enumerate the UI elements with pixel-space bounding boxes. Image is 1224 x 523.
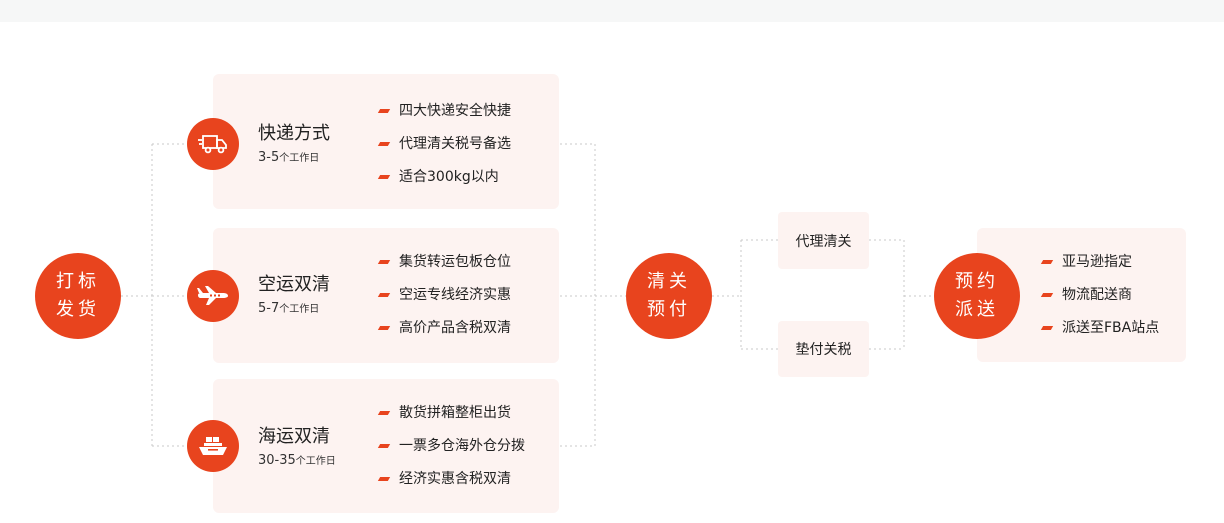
days-value: 3-5 (258, 150, 280, 165)
method-title-express: 快递方式 (258, 123, 330, 144)
list-item: 散货拼箱整柜出货 (377, 403, 525, 436)
method-title-sea: 海运双清 (258, 426, 330, 447)
list-item: 高价产品含税双清 (377, 318, 511, 351)
start-node: 打标 发货 (35, 253, 121, 339)
clearance-option-agent: 代理清关 (778, 212, 869, 269)
list-item: 集货转运包板仓位 (377, 252, 511, 285)
sea-bullet-list: 散货拼箱整柜出货 一票多仓海外仓分拨 经济实惠含税双清 (377, 403, 525, 502)
clearance-option-prepay: 垫付关税 (778, 321, 869, 377)
delivery-bullet-list: 亚马逊指定 物流配送商 派送至FBA站点 (1040, 252, 1159, 351)
clearance-node: 清关 预付 (626, 253, 712, 339)
list-item: 经济实惠含税双清 (377, 469, 525, 502)
list-item: 适合300kg以内 (377, 167, 511, 200)
air-bullet-list: 集货转运包板仓位 空运专线经济实惠 高价产品含税双清 (377, 252, 511, 351)
list-item: 四大快递安全快捷 (377, 101, 511, 134)
ship-icon (187, 420, 239, 472)
list-item: 一票多仓海外仓分拨 (377, 436, 525, 469)
start-node-line2: 发货 (56, 299, 100, 320)
clearance-node-line1: 清关 (647, 271, 691, 292)
list-item: 空运专线经济实惠 (377, 285, 511, 318)
days-unit: 个工作日 (279, 153, 320, 164)
truck-icon (187, 118, 239, 170)
airplane-icon (187, 270, 239, 322)
days-unit: 个工作日 (295, 456, 336, 467)
clearance-node-line2: 预付 (647, 299, 691, 320)
delivery-node-line1: 预约 (955, 271, 999, 292)
method-days-sea: 30-35个工作日 (258, 452, 336, 468)
delivery-node: 预约 派送 (934, 253, 1020, 339)
method-title-air: 空运双清 (258, 274, 330, 295)
list-item: 派送至FBA站点 (1040, 318, 1159, 351)
list-item: 代理清关税号备选 (377, 134, 511, 167)
list-item: 物流配送商 (1040, 285, 1159, 318)
start-node-line1: 打标 (56, 271, 100, 292)
method-days-express: 3-5个工作日 (258, 149, 319, 165)
days-unit: 个工作日 (279, 304, 320, 315)
delivery-node-line2: 派送 (955, 299, 999, 320)
express-bullet-list: 四大快递安全快捷 代理清关税号备选 适合300kg以内 (377, 101, 511, 200)
list-item: 亚马逊指定 (1040, 252, 1159, 285)
method-days-air: 5-7个工作日 (258, 300, 319, 316)
days-value: 5-7 (258, 301, 280, 316)
days-value: 30-35 (258, 453, 296, 468)
